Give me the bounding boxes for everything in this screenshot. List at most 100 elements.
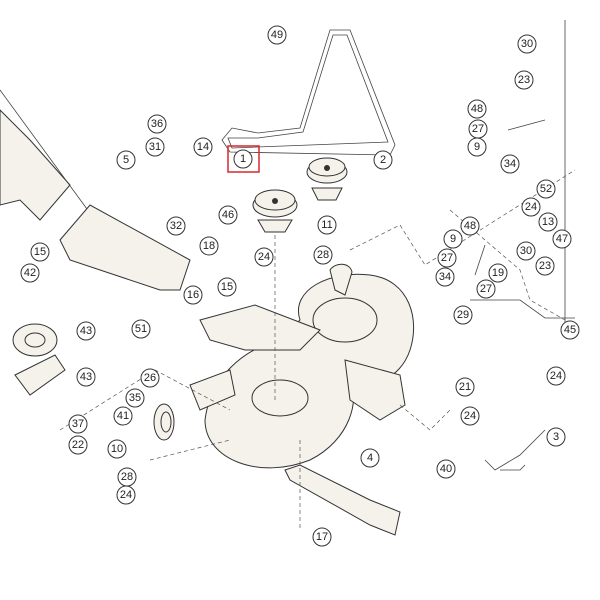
callout-28: 28 [117,467,137,487]
callout-27: 27 [468,119,488,139]
callout-circle [467,137,487,157]
callout-circle [546,427,566,447]
callout-circle [546,366,566,386]
callout-label: 43 [80,371,92,383]
callout-circle [233,149,253,169]
callout-label: 30 [520,245,532,257]
callout-14: 14 [193,137,213,157]
callout-label: 27 [472,123,484,135]
callout-circle [199,236,219,256]
callout-43: 43 [76,367,96,387]
callout-label: 19 [492,267,504,279]
callout-circle [552,229,572,249]
idler-bracket [14,354,66,396]
callout-label: 34 [504,158,516,170]
callout-49: 49 [267,25,287,45]
callout-label: 16 [187,289,199,301]
callout-circle [436,459,456,479]
callout-label: 48 [464,220,476,232]
callout-circle [166,216,186,236]
callout-43: 43 [76,321,96,341]
callout-circle [476,279,496,299]
callout-label: 1 [240,153,246,165]
callout-circle [560,320,580,340]
callout-circle [30,242,50,262]
callout-label: 46 [222,209,234,221]
callout-37: 37 [68,414,88,434]
callout-34: 34 [435,267,455,287]
callout-46: 46 [218,205,238,225]
callout-label: 21 [459,381,471,393]
callout-label: 43 [80,325,92,337]
callout-circle [516,241,536,261]
callout-circle [317,215,337,235]
callout-circle [535,256,555,276]
callout-circle [443,229,463,249]
callout-label: 23 [518,74,530,86]
callout-24: 24 [254,247,274,267]
callout-circle [538,212,558,232]
highlight-box [227,145,260,173]
callout-label: 11 [321,219,332,231]
gauge-wheel [153,403,175,441]
callout-circle [437,248,457,268]
callout-10: 10 [107,439,127,459]
callout-4: 4 [360,448,380,468]
callout-41: 41 [113,406,133,426]
callout-label: 9 [450,233,456,245]
callout-42: 42 [20,263,40,283]
callout-27: 27 [437,248,457,268]
callout-label: 27 [480,283,492,295]
callout-circle [116,150,136,170]
callout-9: 9 [467,137,487,157]
callout-51: 51 [131,319,151,339]
idler-pulley-left [12,323,58,357]
callout-31: 31 [145,137,165,157]
callout-circle [521,197,541,217]
callout-16: 16 [183,285,203,305]
callout-label: 31 [149,141,161,153]
callout-circle [183,285,203,305]
callout-circle [140,368,160,388]
callout-24: 24 [116,485,136,505]
callout-label: 34 [439,271,451,283]
callout-label: 32 [170,220,182,232]
callout-circle [125,388,145,408]
callout-label: 13 [542,216,554,228]
callout-circle [131,319,151,339]
callout-24: 24 [460,406,480,426]
callout-circle [488,263,508,283]
callout-circle [113,406,133,426]
callout-label: 17 [316,531,328,543]
callout-circle [313,245,333,265]
callout-11: 11 [317,215,337,235]
callout-5: 5 [116,150,136,170]
callout-13: 13 [538,212,558,232]
callout-24: 24 [546,366,566,386]
callout-circle [147,114,167,134]
callout-label: 15 [221,281,233,293]
callout-label: 28 [317,249,329,261]
callout-circle [218,205,238,225]
callout-label: 51 [135,323,147,335]
spindle-pulley-2 [306,157,348,201]
callout-circle [254,247,274,267]
callout-label: 10 [111,443,123,455]
callout-28: 28 [313,245,333,265]
callout-label: 35 [129,392,141,404]
callout-circle [514,70,534,90]
callout-circle [517,34,537,54]
callout-29: 29 [453,305,473,325]
callout-label: 23 [539,260,551,272]
callout-45: 45 [560,320,580,340]
callout-27: 27 [476,279,496,299]
callout-26: 26 [140,368,160,388]
callout-label: 48 [471,103,483,115]
callout-17: 17 [312,527,332,547]
callout-15: 15 [30,242,50,262]
callout-23: 23 [535,256,555,276]
callout-circle [20,263,40,283]
callout-circle [68,414,88,434]
callout-30: 30 [516,241,536,261]
